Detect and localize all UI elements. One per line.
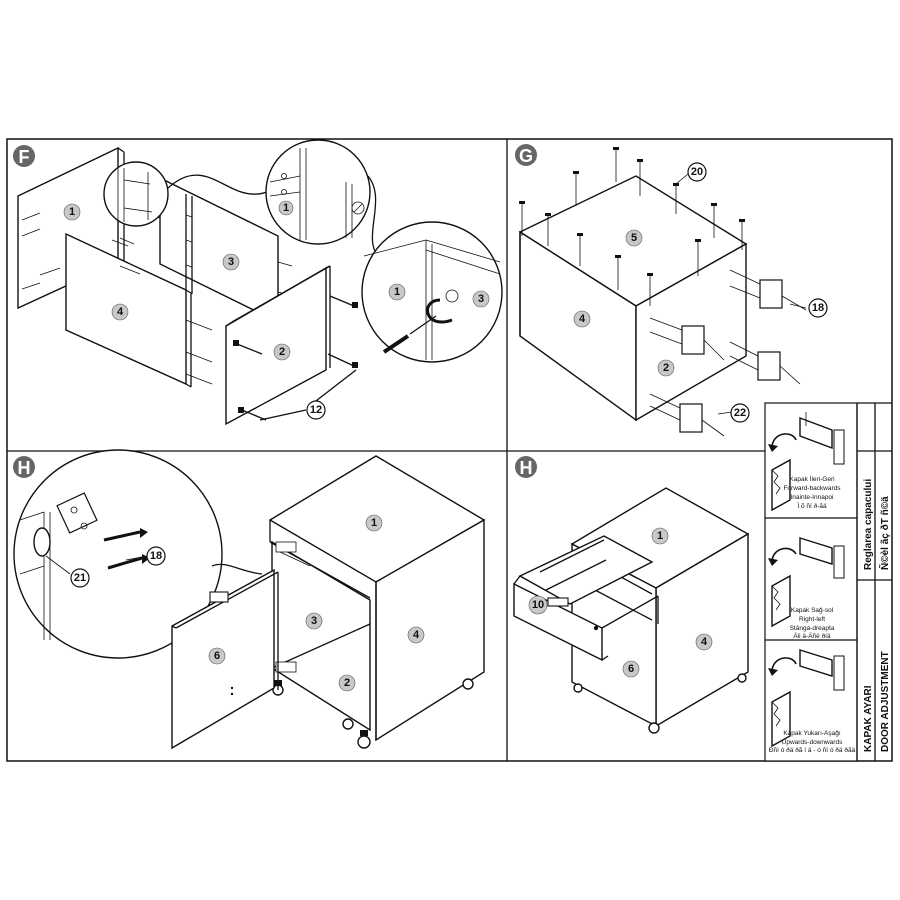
- part-label-1: 1: [63, 203, 81, 221]
- part-label-4-g: 4: [573, 310, 591, 328]
- detail-circle-f-left: [103, 161, 169, 227]
- svg-text:20: 20: [691, 166, 703, 178]
- part-label-4-h: 4: [407, 626, 425, 644]
- detail-circle-f-top: [265, 139, 371, 245]
- svg-text:2: 2: [279, 346, 285, 358]
- svg-text:2: 2: [663, 362, 669, 374]
- part-label-1-detail: 1: [278, 200, 294, 216]
- panel-h-right: H 1 10 4 6: [513, 456, 750, 734]
- svg-text:1: 1: [283, 202, 289, 214]
- door-adjustment-guide: Reglarea capacului Ñ©èl ãç ðT ñ©ä KAPAK …: [764, 402, 892, 762]
- adjust-step-up-down: Kapak Yukarı-Aşağı Upwards-downwards Ðñí…: [768, 649, 856, 754]
- step1-en: Forward-backwards: [783, 485, 841, 492]
- svg-text:F: F: [19, 147, 30, 167]
- panel-h-left: H 18 21: [13, 449, 486, 750]
- drawer-lock: [593, 625, 599, 631]
- svg-text:G: G: [519, 146, 533, 166]
- svg-text:12: 12: [310, 404, 322, 416]
- casters-h-left: [272, 678, 474, 749]
- screws-12: [233, 295, 358, 421]
- adjust-step-right-left: Kapak Sağ-sol Right-left Stânga-dreapta …: [768, 537, 845, 640]
- part-label-12: 12: [306, 400, 326, 420]
- part-label-6: 6: [208, 647, 226, 665]
- part-label-21: 21: [70, 568, 90, 588]
- svg-text:21: 21: [74, 572, 86, 584]
- casters-h-right: [573, 673, 747, 734]
- part-label-3-zoom: 3: [472, 290, 490, 308]
- step2-ro: Stânga-dreapta: [790, 625, 835, 632]
- part-label-2: 2: [273, 343, 291, 361]
- part-label-5: 5: [625, 229, 643, 247]
- part-label-20: 20: [687, 162, 707, 182]
- step1-ro: Inainte-Innapoi: [790, 494, 833, 501]
- svg-text:4: 4: [579, 313, 586, 325]
- part-label-3: 3: [222, 253, 240, 271]
- step-badge-g: G: [515, 144, 537, 166]
- svg-text:18: 18: [150, 550, 162, 562]
- svg-text:10: 10: [532, 599, 544, 611]
- part-label-22: 22: [730, 403, 750, 423]
- part-label-1-h2: 1: [651, 527, 669, 545]
- step3-other: Ðñí ó ðä ðã í ä - ó ñí ó ðä ðãä: [769, 746, 856, 754]
- svg-text:1: 1: [394, 286, 400, 298]
- door-hinge-top: [209, 591, 229, 603]
- part-label-2-h: 2: [338, 674, 356, 692]
- step2-other: Äli ä-Äñé ðíä: [793, 632, 831, 640]
- step-badge-h-right: H: [515, 456, 537, 478]
- svg-text:6: 6: [628, 663, 634, 675]
- part-label-6-h2: 6: [622, 660, 640, 678]
- svg-text:3: 3: [311, 615, 317, 627]
- panel-f: F 1 3 4: [13, 139, 503, 426]
- part-label-1-zoom: 1: [388, 283, 406, 301]
- sheet-frame: [6, 138, 893, 762]
- part-label-3-h: 3: [305, 612, 323, 630]
- panel-g: G 20: [515, 144, 828, 437]
- drawer-handle: [547, 597, 569, 607]
- title-ro: Reglarea capacului: [863, 479, 874, 570]
- svg-text:18: 18: [812, 302, 824, 314]
- step3-en: Upwards-downwards: [782, 739, 843, 746]
- adjust-step-forward-back: Kapak İleri-Geri Forward-backwards Inain…: [768, 412, 845, 512]
- part-label-10: 10: [528, 595, 548, 615]
- svg-text:4: 4: [413, 629, 420, 641]
- part-label-18-h: 18: [146, 546, 166, 566]
- title-tr: KAPAK AYARI: [863, 685, 874, 752]
- svg-text:1: 1: [371, 517, 377, 529]
- svg-text:1: 1: [657, 530, 663, 542]
- svg-text:5: 5: [631, 232, 637, 244]
- step3-tr: Kapak Yukarı-Aşağı: [783, 730, 841, 737]
- svg-text:3: 3: [228, 256, 234, 268]
- svg-text:22: 22: [734, 407, 746, 419]
- part-label-4: 4: [111, 303, 129, 321]
- nails-20: [521, 150, 743, 306]
- svg-text:H: H: [520, 458, 533, 478]
- step1-other: Ì õ ñí ð-ãä: [797, 501, 827, 510]
- svg-text:3: 3: [478, 293, 484, 305]
- part-label-1-h: 1: [365, 514, 383, 532]
- step1-tr: Kapak İleri-Geri: [789, 474, 834, 483]
- step2-tr: Kapak Sağ-sol: [791, 607, 834, 614]
- part-label-18: 18: [808, 298, 828, 318]
- step-badge-h-left: H: [13, 456, 35, 478]
- svg-text:1: 1: [69, 206, 75, 218]
- svg-text:6: 6: [214, 650, 220, 662]
- part-label-4-h2: 4: [695, 633, 713, 651]
- svg-text:4: 4: [701, 636, 708, 648]
- svg-text:H: H: [18, 458, 31, 478]
- svg-text:4: 4: [117, 306, 124, 318]
- svg-text:2: 2: [344, 677, 350, 689]
- title-other: Ñ©èl ãç ðT ñ©ä: [878, 496, 891, 570]
- step2-en: Right-left: [799, 616, 825, 623]
- step-badge-f: F: [13, 145, 35, 167]
- caster-brackets: [649, 269, 807, 437]
- part-label-2-g: 2: [657, 359, 675, 377]
- title-en: DOOR ADJUSTMENT: [880, 651, 891, 752]
